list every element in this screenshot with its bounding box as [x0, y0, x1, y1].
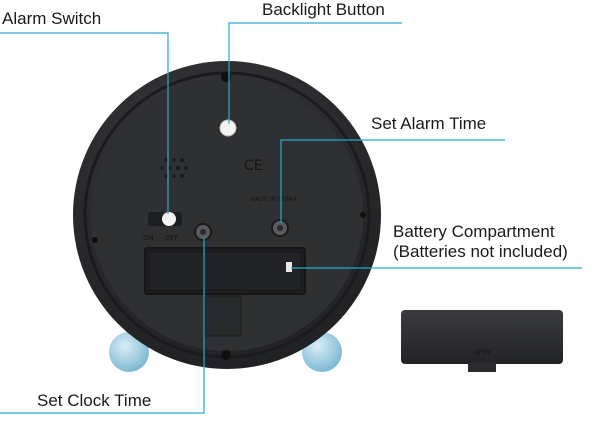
speaker-grille — [160, 158, 188, 178]
callout-lines — [0, 22, 582, 414]
battery-compartment-label-line1: Battery Compartment — [393, 222, 555, 241]
battery-cover-tab — [468, 362, 496, 372]
switch-on-label: ON — [143, 234, 154, 242]
battery-cover-body — [401, 310, 563, 364]
battery-compartment-label-line2: (Batteries not included) — [393, 242, 568, 261]
alarm-switch-label: Alarm Switch — [2, 9, 102, 28]
cover-open-label: OPEN — [474, 349, 491, 356]
set-alarm-time-label: Set Alarm Time — [371, 114, 487, 133]
callout-line-set-alarm — [280, 139, 505, 223]
bottom-hole — [221, 350, 231, 360]
set-clock-knob-center — [200, 229, 206, 235]
callout-line-backlight — [228, 22, 402, 124]
left-foot — [109, 332, 149, 372]
switch-off-label: OFF — [165, 234, 179, 242]
set-clock-time-label: Set Clock Time — [37, 391, 152, 410]
left-hole — [92, 237, 98, 243]
made-in-text: MADE IN CHINA — [250, 196, 298, 203]
alarm-switch-knob[interactable] — [162, 212, 176, 226]
callout-line-alarm-switch — [0, 32, 169, 214]
right-hole — [360, 212, 366, 218]
backlight-button-label: Backlight Button — [262, 0, 385, 19]
set-alarm-knob-center — [277, 225, 283, 231]
callout-line-set-clock — [0, 238, 205, 414]
battery-compartment-label: Battery Compartment (Batteries not inclu… — [393, 222, 568, 262]
battery-contact — [286, 262, 292, 272]
backlight-button[interactable] — [219, 119, 237, 137]
battery-cover: OPEN — [401, 310, 563, 372]
battery-lower-tab — [204, 295, 242, 337]
ce-mark: CE — [244, 158, 263, 174]
battery-compartment-inner — [150, 253, 300, 289]
